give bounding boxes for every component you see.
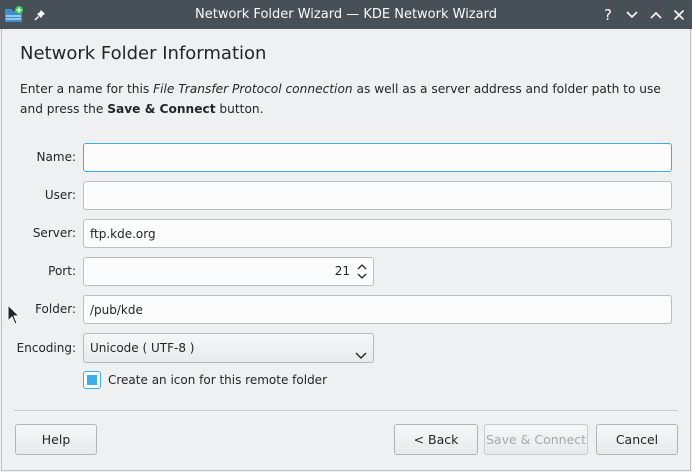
- name-field[interactable]: [83, 143, 672, 172]
- encoding-value: Unicode ( UTF-8 ): [90, 341, 195, 355]
- description-button-name: Save & Connect: [107, 102, 216, 116]
- wizard-content: [1, 29, 691, 471]
- folder-field[interactable]: [83, 295, 672, 324]
- pin-icon[interactable]: [30, 5, 50, 25]
- page-description: Enter a name for this File Transfer Prot…: [20, 79, 680, 119]
- user-label: User:: [44, 188, 76, 202]
- user-field[interactable]: [83, 181, 672, 210]
- port-spinbox[interactable]: 21: [83, 257, 374, 286]
- save-connect-button[interactable]: Save & Connect: [484, 424, 588, 455]
- button-separator: [14, 410, 678, 411]
- spin-arrows-icon[interactable]: [355, 261, 369, 282]
- encoding-select[interactable]: Unicode ( UTF-8 ): [83, 333, 374, 363]
- create-icon-checkbox[interactable]: [83, 371, 101, 389]
- mouse-cursor-icon: [7, 303, 21, 329]
- minimize-icon[interactable]: [622, 5, 642, 25]
- description-protocol: File Transfer Protocol connection: [153, 82, 353, 96]
- close-icon[interactable]: [669, 5, 689, 25]
- server-label: Server:: [32, 226, 76, 240]
- name-label: Name:: [36, 150, 76, 164]
- chevron-down-icon: [355, 343, 367, 371]
- create-icon-label[interactable]: Create an icon for this remote folder: [108, 373, 327, 387]
- help-button[interactable]: Help: [15, 424, 97, 455]
- maximize-icon[interactable]: [646, 5, 666, 25]
- cancel-button[interactable]: Cancel: [596, 424, 678, 455]
- encoding-label: Encoding:: [16, 341, 76, 355]
- window-title: Network Folder Wizard — KDE Network Wiza…: [195, 7, 497, 22]
- page-title: Network Folder Information: [20, 43, 267, 64]
- network-folder-app-icon[interactable]: [4, 5, 24, 25]
- help-icon[interactable]: ?: [604, 6, 612, 24]
- description-text: as well as a server address and folder p…: [20, 82, 661, 116]
- title-bar[interactable]: Network Folder Wizard — KDE Network Wiza…: [0, 0, 692, 29]
- description-text: Enter a name for this: [20, 82, 154, 96]
- folder-label: Folder:: [35, 302, 76, 316]
- port-label: Port:: [48, 264, 76, 278]
- server-field[interactable]: [83, 219, 672, 248]
- description-text: button.: [215, 102, 264, 116]
- back-button[interactable]: < Back: [394, 424, 478, 455]
- port-value: 21: [334, 264, 350, 278]
